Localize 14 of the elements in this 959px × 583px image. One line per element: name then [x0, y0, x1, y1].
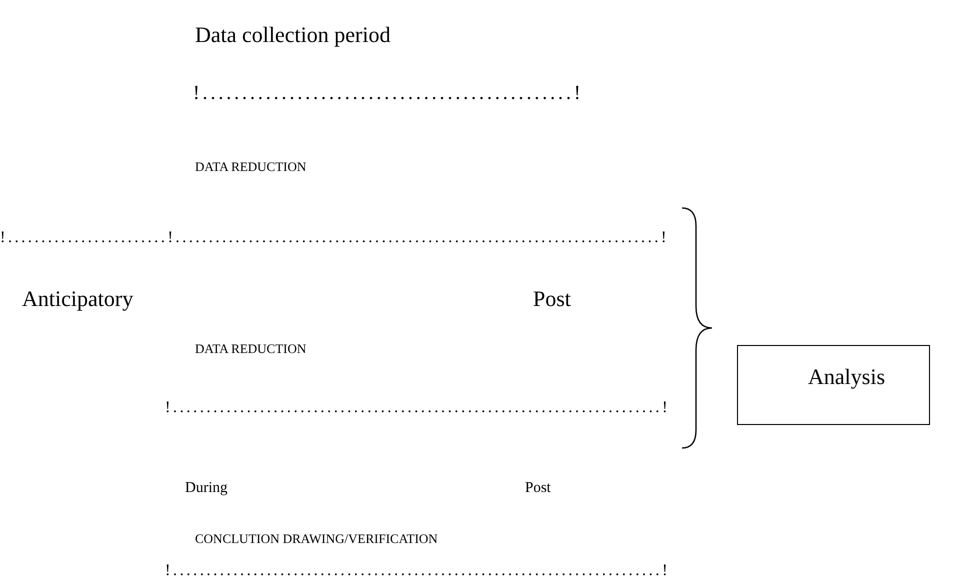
dotted-timeline: !.........................................................................! [165, 563, 670, 579]
box-label: Analysis [808, 366, 885, 388]
text-label: Anticipatory [22, 288, 134, 310]
text-label: DATA REDUCTION [195, 342, 306, 355]
text-label: Post [533, 288, 571, 310]
text-label: DATA REDUCTION [195, 160, 306, 173]
dotted-timeline: !........................!.........................................................................! [0, 230, 669, 246]
text-label: CONCLUTION DRAWING/VERIFICATION [195, 532, 438, 545]
analysis-box [737, 345, 930, 425]
dotted-timeline: !.........................................................................! [165, 400, 670, 416]
text-label: During [185, 481, 228, 496]
text-label: Data collection period [195, 24, 390, 46]
text-label: Post [525, 481, 551, 496]
dotted-timeline: !...............................................! [193, 83, 584, 103]
